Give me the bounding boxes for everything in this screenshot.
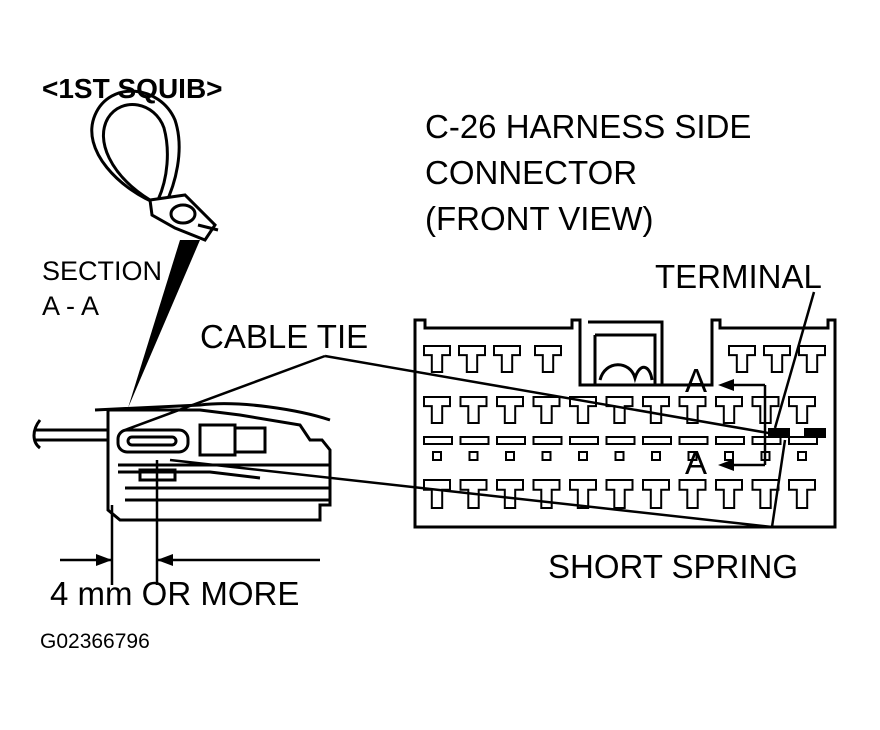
terminal-pin [678, 479, 707, 509]
figure-code: G02366796 [40, 630, 150, 653]
terminal-pin [532, 479, 561, 509]
terminal-slot [423, 436, 453, 445]
terminal-slot [614, 451, 625, 461]
terminal-slot [605, 436, 636, 445]
terminal-pin [534, 345, 562, 373]
section-label-line-1: SECTION [42, 256, 162, 286]
short-spring-marks [768, 428, 826, 438]
terminal-grid [423, 345, 826, 509]
terminal-pin [605, 396, 634, 424]
terminal-pin [459, 479, 488, 509]
terminal-slot [541, 451, 552, 461]
terminal-pin [458, 345, 486, 373]
terminal-pin [423, 396, 451, 424]
terminal-pin [715, 479, 743, 509]
terminal-slot [715, 436, 745, 445]
cable-tie-illustration [90, 89, 219, 242]
section-label-line-2: A - A [42, 291, 99, 321]
dimension-marks [60, 460, 320, 585]
terminal-pin [605, 479, 634, 509]
tie-pointer [128, 240, 200, 408]
terminal-slot [468, 451, 479, 461]
terminal-pin [642, 396, 670, 424]
terminal-pin [496, 479, 524, 509]
terminal-pin [751, 396, 780, 424]
terminal-slot [505, 451, 515, 461]
connector-title-line-2: CONNECTOR [425, 154, 637, 191]
section-view [32, 402, 332, 522]
terminal-pin [763, 345, 791, 373]
terminal-slot [432, 451, 442, 461]
short-spring-label: SHORT SPRING [548, 548, 798, 585]
section-arrows [718, 379, 734, 471]
terminal-pin [798, 345, 826, 373]
squib-header: <1ST SQUIB> [42, 73, 223, 104]
terminal-slot [532, 436, 563, 445]
terminal-slot [651, 451, 661, 461]
terminal-pin [459, 396, 488, 424]
terminal-pin [423, 479, 451, 509]
terminal-pin [569, 396, 597, 424]
terminal-pin [569, 479, 597, 509]
terminal-label: TERMINAL [655, 258, 822, 295]
terminal-pin [423, 345, 451, 373]
terminal-pin [642, 479, 670, 509]
dimension-label: 4 mm OR MORE [50, 575, 299, 612]
terminal-slot [724, 451, 734, 461]
terminal-slot [642, 436, 672, 445]
terminal-pin [532, 396, 561, 424]
terminal-slot [687, 451, 698, 461]
terminal-slot [678, 436, 709, 445]
connector-title-line-3: (FRONT VIEW) [425, 200, 654, 237]
section-mark-top: A [685, 362, 707, 399]
terminal-slot [797, 451, 807, 461]
terminal-slot [569, 436, 599, 445]
terminal-pin [678, 396, 707, 424]
terminal-slot [496, 436, 526, 445]
leader-lines [124, 291, 816, 529]
terminal-pin [788, 396, 816, 424]
terminal-slot [751, 436, 782, 445]
terminal-pin [715, 396, 743, 424]
terminal-slot [788, 436, 818, 445]
cable-tie-label: CABLE TIE [200, 318, 368, 355]
terminal-slot [578, 451, 588, 461]
connector-front-view [413, 318, 837, 529]
terminal-pin [493, 345, 521, 373]
section-mark-bottom: A [685, 444, 707, 481]
terminal-pin [728, 345, 756, 373]
terminal-slot [459, 436, 490, 445]
connector-title-line-1: C-26 HARNESS SIDE [425, 108, 751, 145]
terminal-pin [496, 396, 524, 424]
terminal-pin [788, 479, 816, 509]
